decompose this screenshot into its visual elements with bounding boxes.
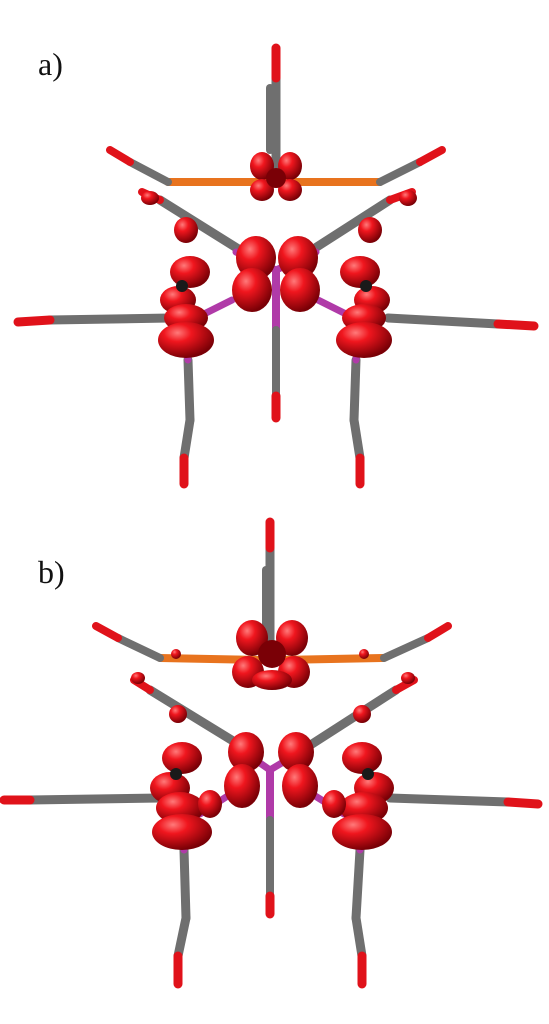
panel-label-b: b) bbox=[38, 554, 65, 590]
panel-label-a: a) bbox=[38, 46, 63, 82]
molecule-a bbox=[13, 43, 539, 489]
panel-b: b) bbox=[0, 508, 549, 1008]
molecule-b bbox=[0, 517, 543, 989]
panel-a: a) bbox=[0, 0, 549, 500]
